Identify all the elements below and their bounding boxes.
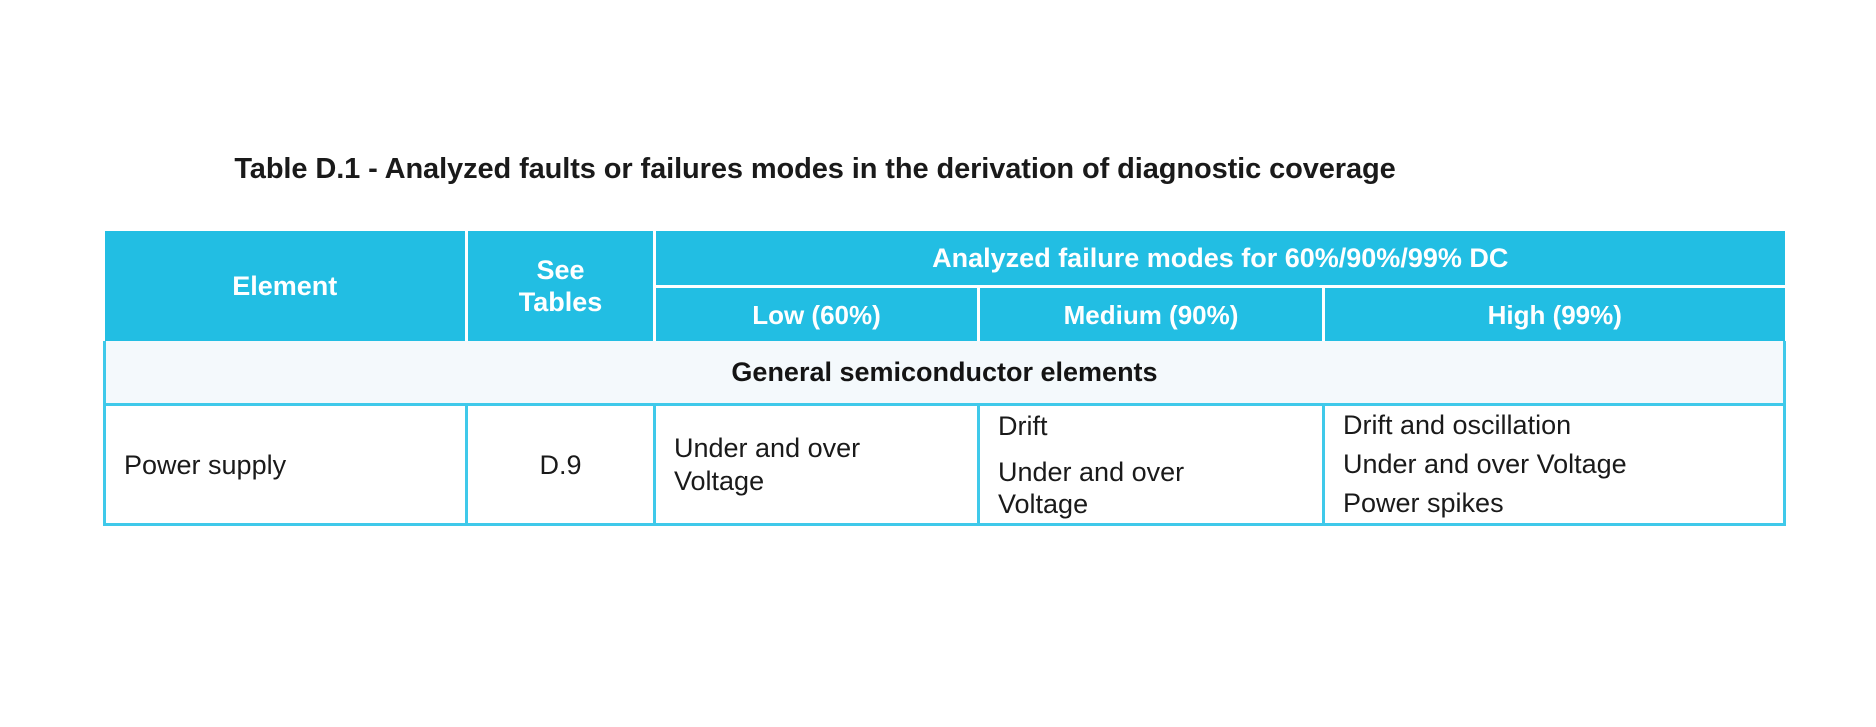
column-header-see-tables: See Tables	[466, 231, 656, 341]
header-row-secondary: Low (60%) Medium (90%) High (99%)	[105, 285, 1785, 341]
header-row-primary: Element See Tables Analyzed failure mode…	[104, 231, 1785, 341]
column-header-medium: Medium (90%)	[977, 285, 1324, 341]
table-head: Element See Tables Analyzed failure mode…	[104, 231, 1785, 341]
cell-medium-line-3: Voltage	[998, 488, 1089, 519]
section-band-row: General semiconductor elements	[102, 341, 1787, 406]
column-header-high: High (99%)	[1321, 285, 1785, 341]
table-caption: Table D.1 - Analyzed faults or failures …	[234, 153, 1396, 185]
cell-medium-line-2: Under and over	[998, 456, 1185, 487]
cell-high-lines: Drift and oscillation Under and over Vol…	[1343, 406, 1783, 523]
cell-see-tables: D.9	[465, 404, 655, 526]
cell-high: Drift and oscillation Under and over Vol…	[1321, 404, 1787, 526]
cell-medium-line-1: Drift	[998, 410, 1048, 441]
column-header-element: Element	[104, 231, 468, 341]
cell-low-line-2: Voltage	[674, 465, 765, 496]
cell-low-line-1: Under and over	[674, 432, 861, 463]
cell-medium-lines: Drift Under and over Voltage	[998, 410, 1322, 520]
cell-high-line-2: Under and over Voltage	[1343, 449, 1627, 479]
cell-element: Power supply	[103, 404, 467, 526]
table-row: Power supply D.9 Under and over Voltage …	[103, 404, 1787, 526]
cell-low: Under and over Voltage	[653, 404, 979, 526]
cell-high-line-3: Power spikes	[1343, 488, 1504, 518]
cell-medium: Drift Under and over Voltage	[977, 404, 1324, 526]
cell-high-line-1: Drift and oscillation	[1343, 410, 1572, 440]
table-body: General semiconductor elements Power sup…	[102, 341, 1787, 526]
column-header-group-analyzed-failure-modes: Analyzed failure modes for 60%/90%/99% D…	[654, 231, 1785, 287]
section-band-label: General semiconductor elements	[102, 341, 1787, 406]
cell-low-lines: Under and over Voltage	[674, 432, 977, 498]
column-header-low: Low (60%)	[654, 285, 979, 341]
table-container: Element See Tables Analyzed failure mode…	[102, 231, 1787, 526]
diagnostic-coverage-table: Element See Tables Analyzed failure mode…	[102, 231, 1787, 526]
